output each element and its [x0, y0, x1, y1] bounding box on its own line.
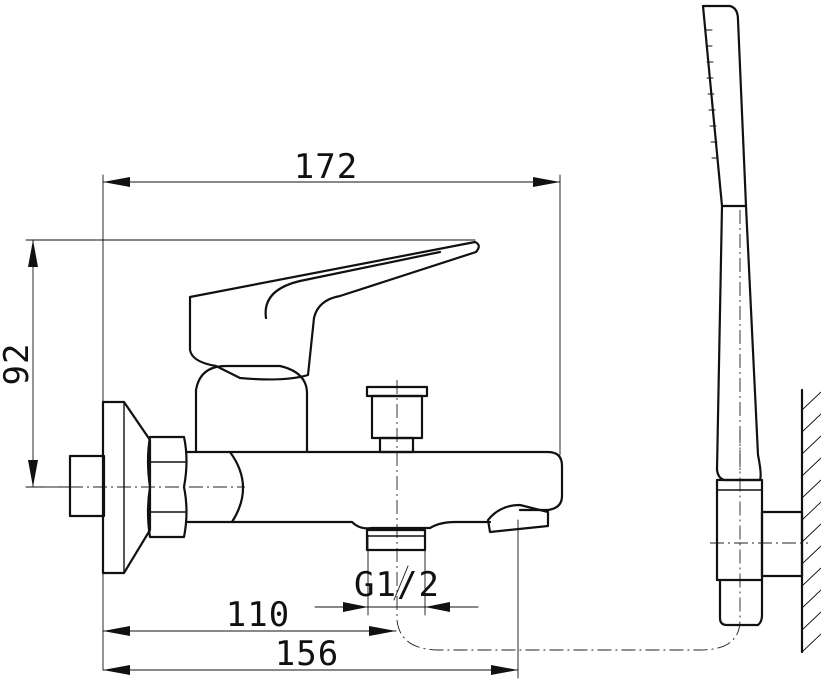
center-lines [45, 380, 808, 651]
dimension-height: 92 [0, 343, 37, 386]
dimension-outlet-offset: 110 [226, 595, 290, 635]
dimension-overall-width: 172 [294, 147, 358, 187]
dimension-lines [25, 174, 561, 679]
dimension-connection-thread: G1/2 [354, 565, 440, 605]
wall-section [800, 388, 821, 654]
faucet-body [68, 240, 564, 575]
dimension-spout-length: 156 [275, 634, 339, 674]
hand-shower [701, 4, 804, 627]
